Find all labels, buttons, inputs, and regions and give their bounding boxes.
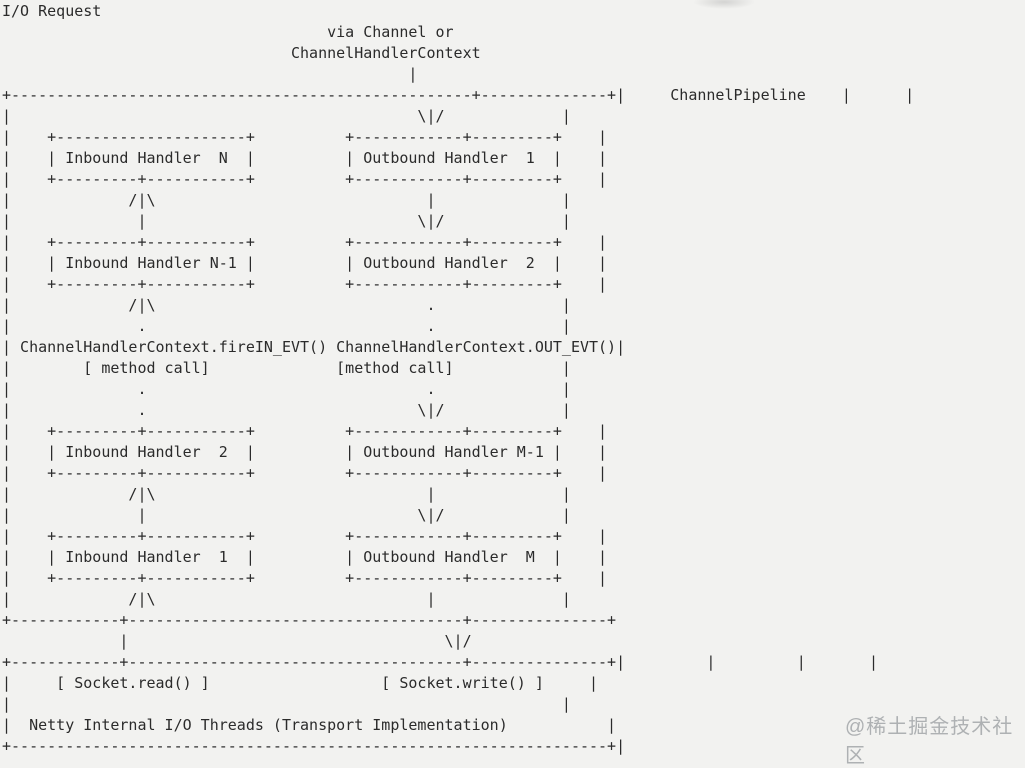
- scan-artifact: [693, 0, 755, 9]
- watermark: @稀土掘金技术社区: [845, 716, 1014, 767]
